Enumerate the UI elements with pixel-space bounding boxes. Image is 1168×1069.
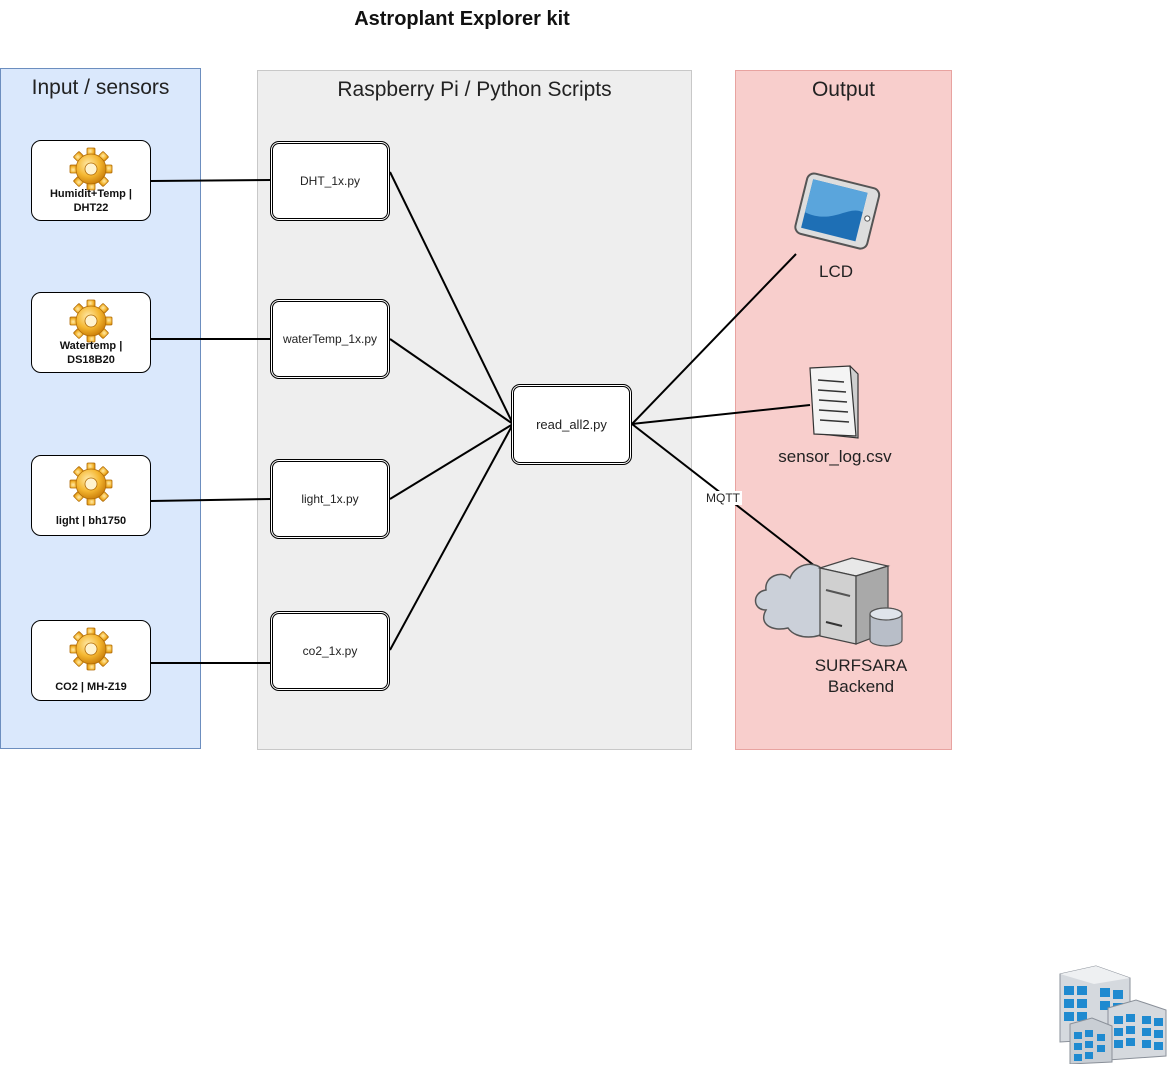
tablet-icon	[792, 166, 882, 263]
edge-dht-script-to-read	[389, 171, 514, 425]
sensor-label: Humidit+Temp |DHT22	[49, 188, 133, 214]
script-node-read-all: read_all2.py	[511, 384, 632, 465]
sensor-label: Watertemp |DS18B20	[59, 340, 123, 366]
edge-co2-script-to-read	[389, 423, 514, 651]
sensor-node-ds18b20: Watertemp |DS18B20	[31, 292, 151, 373]
sensor-node-mhz19: CO2 | MH-Z19	[31, 620, 151, 701]
document-icon	[806, 364, 862, 447]
sensor-label: CO2 | MH-Z19	[55, 681, 127, 693]
edge-label-mqtt: MQTT	[704, 491, 742, 505]
cloud-server-icon	[752, 552, 908, 661]
diagram-title: Astroplant Explorer kit	[354, 8, 570, 30]
script-node-co2: co2_1x.py	[270, 611, 390, 691]
sensor-label: light | bh1750	[55, 515, 127, 527]
gear-icon	[69, 462, 113, 506]
script-node-light: light_1x.py	[270, 459, 390, 539]
edge-read-to-log	[631, 404, 811, 425]
edge-water-script-to-read	[389, 338, 514, 425]
edge-light-sensor-to-script	[150, 498, 272, 502]
edge-read-to-lcd	[631, 253, 797, 425]
lane-input-title: Input / sensors	[31, 76, 170, 99]
gear-icon	[69, 147, 113, 191]
sensor-node-dht22: Humidit+Temp |DHT22	[31, 140, 151, 221]
lane-scripts-title: Raspberry Pi / Python Scripts	[337, 78, 612, 101]
output-label-log: sensor_log.csv	[778, 447, 892, 466]
gear-icon	[69, 627, 113, 671]
script-node-watertemp: waterTemp_1x.py	[270, 299, 390, 379]
gear-icon	[69, 299, 113, 343]
output-label-lcd: LCD	[818, 262, 853, 281]
edge-light-script-to-read	[389, 423, 514, 500]
sensor-node-bh1750: light | bh1750	[31, 455, 151, 536]
office-buildings-icon	[1056, 964, 1168, 1069]
lane-output-title: Output	[811, 78, 876, 101]
edge-dht-sensor-to-script	[150, 179, 272, 182]
script-node-dht: DHT_1x.py	[270, 141, 390, 221]
